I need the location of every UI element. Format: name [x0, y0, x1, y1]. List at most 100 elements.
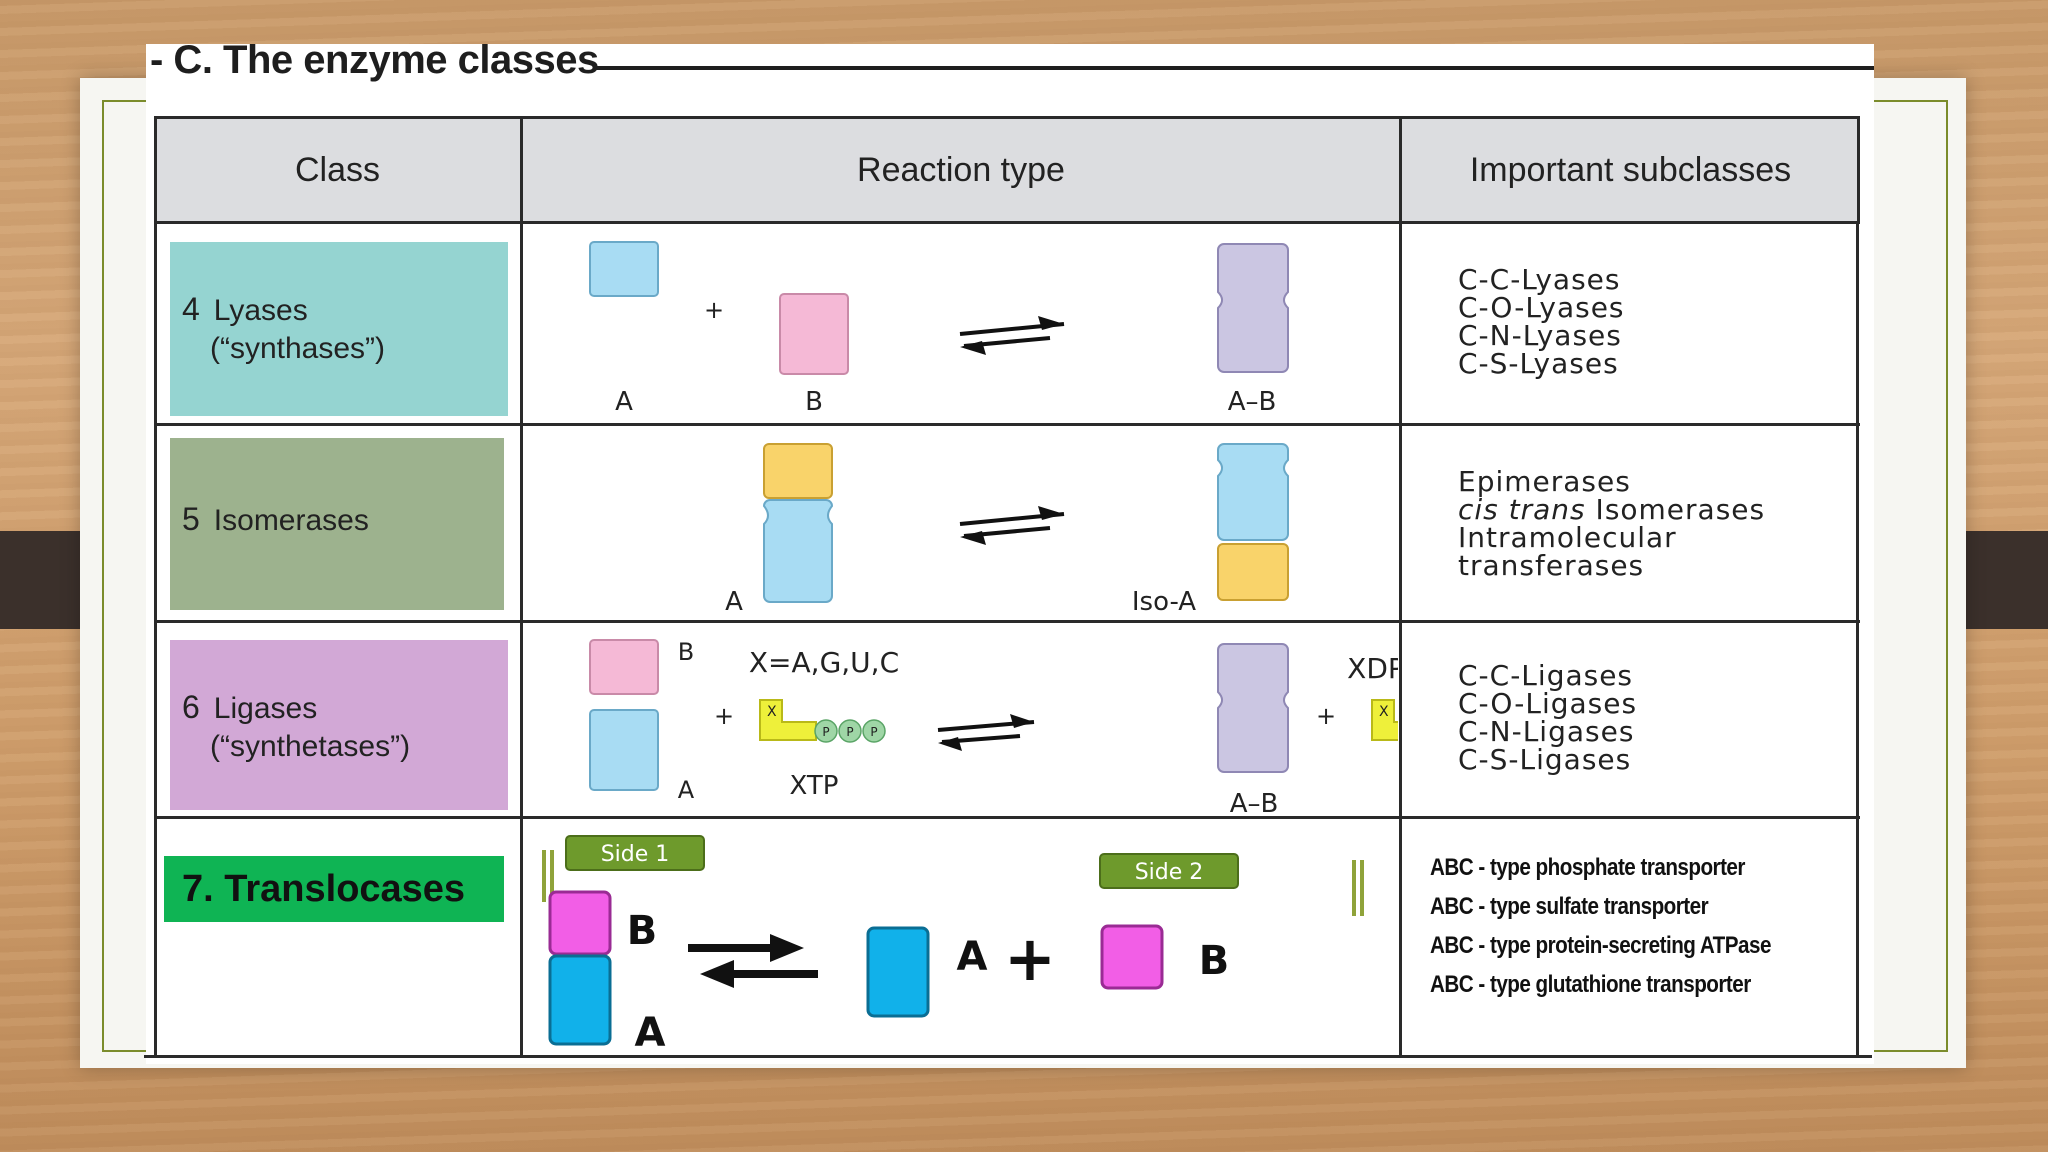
- translocases-subclasses: ABC - type phosphate transporter ABC - t…: [1430, 848, 1771, 1004]
- label-iso-a: Iso-A: [1132, 587, 1196, 617]
- col-divider-2: [1399, 116, 1402, 1058]
- subclass-item: C-N-Lyases: [1458, 319, 1622, 352]
- nucleotide-label: X=A,G,U,C: [749, 646, 899, 679]
- class-number: 4: [182, 291, 200, 327]
- side-2-label: Side 2: [1135, 860, 1204, 885]
- ligases-reaction-diagram: B A + X=A,G,U,C X P P P XTP A–B + XDP X: [589, 638, 1398, 818]
- class-number: 5: [182, 501, 200, 537]
- label-b-released: B: [1199, 938, 1230, 984]
- table-left-border: [154, 221, 157, 1058]
- molecule-a: [548, 954, 612, 1046]
- molecule-iso-top: [1217, 443, 1289, 541]
- subclass-item: C-O-Lyases: [1458, 291, 1625, 324]
- molecule-a: [589, 241, 659, 297]
- label-a: A: [635, 1010, 666, 1056]
- equilibrium-arrows: [937, 714, 1035, 751]
- class-alt-name: (“synthetases”): [210, 730, 411, 763]
- translocases-reaction-diagram: Side 1 B A A + Side 2 B: [542, 835, 1364, 1056]
- subclass-item: C-N-Ligases: [1458, 715, 1635, 748]
- subclass-text: Isomerases: [1585, 493, 1766, 526]
- subclass-item: C-O-Ligases: [1458, 687, 1638, 720]
- class-lyases: 4 Lyases (“synthases”): [170, 242, 508, 416]
- phosphate-label: P: [822, 725, 829, 739]
- subclass-item: ABC - type phosphate transporter: [1430, 854, 1745, 881]
- molecule-a-bottom: [762, 499, 834, 603]
- equilibrium-arrows: [688, 934, 818, 988]
- lyases-reaction-diagram: A + B A–B: [589, 241, 1289, 417]
- subclass-item: ABC - type protein-secreting ATPase: [1430, 932, 1771, 959]
- plus-sign: +: [704, 296, 724, 324]
- label-a: A: [615, 387, 633, 417]
- ligases-subclasses: C-C-Ligases C-O-Ligases C-N-Ligases C-S-…: [1458, 662, 1637, 774]
- label-a: A: [678, 776, 695, 804]
- class-number: 6: [182, 689, 200, 725]
- subclass-item: transferases: [1458, 549, 1645, 582]
- side-2-tag: [1099, 853, 1239, 889]
- subclass-item: Epimerases: [1458, 465, 1631, 498]
- row-divider-3: [154, 816, 1860, 819]
- x-tag: X: [767, 704, 777, 720]
- molecule-a-top: [763, 443, 833, 499]
- title-rule: [594, 66, 1874, 70]
- table-header: [154, 116, 1860, 224]
- label-a-released: A: [957, 934, 988, 980]
- slide-title: - C. The enzyme classes: [150, 38, 599, 82]
- enzyme-table: Class Reaction type Important subclasses…: [144, 116, 1872, 1058]
- subclass-item: Intramolecular: [1458, 521, 1677, 554]
- class-ligases: 6 Ligases (“synthetases”): [170, 640, 508, 810]
- label-a: A: [725, 587, 743, 617]
- plus-sign: +: [714, 702, 734, 730]
- header-subclasses: Important subclasses: [1469, 150, 1792, 189]
- x-tag: X: [1379, 704, 1389, 720]
- molecule-ab: [1217, 243, 1289, 373]
- label-xtp: XTP: [790, 771, 839, 801]
- equilibrium-arrows: [959, 506, 1065, 545]
- row-divider-2: [154, 620, 1860, 623]
- isomerases-reaction-diagram: A Iso-A: [725, 443, 1289, 617]
- xtp-molecule: X P P P: [759, 699, 886, 743]
- molecule-iso-bottom: [1217, 543, 1289, 601]
- table-right-border: [1856, 221, 1859, 1058]
- subclass-item: ABC - type sulfate transporter: [1430, 893, 1709, 920]
- membrane-marker-2: [1352, 860, 1364, 916]
- class-isomerases: 5 Isomerases: [170, 438, 504, 610]
- label-ab: A–B: [1228, 387, 1277, 417]
- phosphate-label: P: [846, 725, 853, 739]
- label-b: B: [627, 908, 658, 954]
- molecule-b: [589, 639, 659, 695]
- col-divider-1: [520, 116, 523, 1058]
- equilibrium-arrows: [959, 316, 1065, 355]
- subclass-item: C-C-Lyases: [1458, 263, 1621, 296]
- subclass-item: cis trans Isomerases: [1458, 496, 1765, 524]
- header-reaction-type: Reaction type: [857, 150, 1065, 189]
- label-xdp: XDP: [1347, 652, 1398, 685]
- plus-sign: +: [1316, 702, 1336, 730]
- subclass-italic: cis trans: [1458, 493, 1586, 526]
- subclass-item: C-S-Ligases: [1458, 743, 1632, 776]
- subclass-item: C-C-Ligases: [1458, 659, 1634, 692]
- isomerases-subclasses: Epimerases cis trans Isomerases Intramol…: [1458, 468, 1765, 580]
- molecule-ab: [1217, 643, 1289, 773]
- molecule-b-released: [1100, 924, 1164, 990]
- label-b: B: [678, 638, 694, 666]
- phosphate-label: P: [870, 725, 877, 739]
- subclass-item: C-S-Lyases: [1458, 347, 1619, 380]
- class-name: Isomerases: [213, 504, 369, 537]
- plus-sign: +: [1004, 922, 1056, 995]
- row-divider-1: [154, 423, 1860, 426]
- class-translocases: 7. Translocases: [164, 856, 504, 922]
- molecule-b: [779, 293, 849, 375]
- molecule-b: [548, 890, 612, 956]
- label-ab: A–B: [1230, 789, 1279, 818]
- lyases-subclasses: C-C-Lyases C-O-Lyases C-N-Lyases C-S-Lya…: [1458, 266, 1625, 378]
- label-b: B: [805, 387, 823, 417]
- class-name: Ligases: [213, 692, 318, 725]
- xdp-molecule: X P P P: [1371, 699, 1398, 741]
- header-class: Class: [294, 150, 381, 189]
- side-1-label: Side 1: [601, 842, 670, 867]
- subclass-item: ABC - type glutathione transporter: [1430, 971, 1751, 998]
- molecule-a-released: [866, 926, 930, 1018]
- table-bottom-border: [144, 1055, 1872, 1058]
- class-name: Lyases: [213, 294, 308, 327]
- class-alt-name: (“synthases”): [210, 332, 386, 365]
